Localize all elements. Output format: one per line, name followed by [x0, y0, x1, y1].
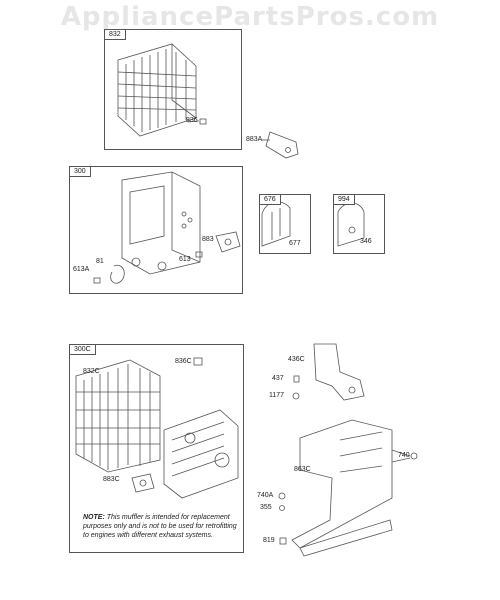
label-836c: 836C: [175, 358, 192, 365]
label-613a: 613A: [73, 266, 90, 273]
label-436c: 436C: [288, 356, 305, 363]
section-300-tag: 300: [70, 167, 91, 177]
label-613: 613: [179, 256, 191, 263]
note-text: This muffler is intended for replacement…: [83, 514, 237, 539]
label-819: 819: [263, 537, 275, 544]
bracket-863c-drawing: [291, 419, 393, 557]
section-676: 676: [259, 194, 311, 254]
label-740: 740: [398, 452, 410, 459]
guard-832c-drawing: [75, 359, 161, 473]
replacement-note: NOTE: This muffler is intended for repla…: [83, 513, 243, 540]
label-677: 677: [289, 240, 301, 247]
muffler-300c-drawing: [163, 409, 239, 499]
label-355: 355: [260, 504, 272, 511]
label-883c: 883C: [103, 476, 120, 483]
muffler-300-drawing: [121, 171, 201, 275]
label-437: 437: [272, 375, 284, 382]
section-994-tag: 994: [334, 195, 355, 205]
label-1177: 1177: [269, 392, 285, 399]
label-81: 81: [96, 258, 104, 265]
section-300c-tag: 300C: [70, 345, 96, 355]
section-300c: 300C: [69, 344, 244, 553]
label-863c: 863C: [294, 466, 311, 473]
guard-832-drawing: [117, 43, 197, 137]
section-832: 832: [104, 29, 242, 150]
section-832-tag: 832: [105, 30, 126, 40]
section-676-tag: 676: [260, 195, 281, 205]
watermark: AppliancePartsPros.com: [60, 2, 440, 32]
label-346: 346: [360, 238, 372, 245]
section-994: 994: [333, 194, 385, 254]
note-heading: NOTE:: [83, 514, 105, 521]
label-836: 836: [186, 117, 198, 124]
section-300: 300: [69, 166, 243, 294]
label-883: 883: [202, 236, 214, 243]
label-883a: 883A: [246, 136, 263, 143]
label-832c: 832C: [83, 368, 100, 375]
label-740a: 740A: [257, 492, 274, 499]
